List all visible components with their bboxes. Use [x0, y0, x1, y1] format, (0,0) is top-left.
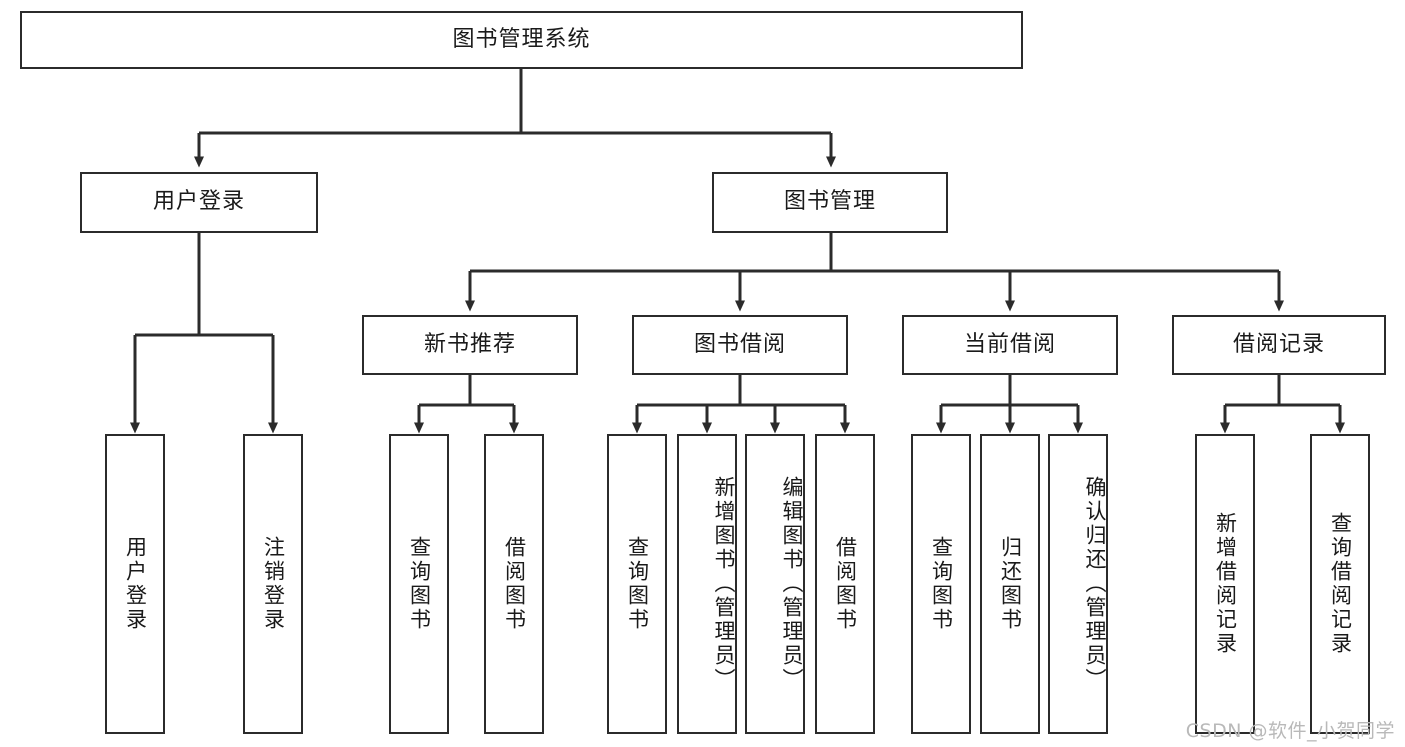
node-label: 新书推荐: [423, 331, 516, 357]
node-label: 查询图书: [625, 536, 650, 632]
node-label: 借阅图书: [833, 536, 858, 632]
leaf-query-book-2[interactable]: 查询图书: [607, 434, 667, 734]
leaf-add-book[interactable]: 新增图书（管理员）: [677, 434, 737, 734]
node-book-borrow[interactable]: 图书借阅: [632, 315, 848, 375]
node-label: 注销登录: [261, 536, 286, 632]
node-label: 用户登录: [123, 536, 148, 632]
node-label: 归还图书: [998, 536, 1023, 632]
node-user-login[interactable]: 用户登录: [80, 172, 318, 233]
leaf-confirm-return[interactable]: 确认归还（管理员）: [1048, 434, 1108, 734]
node-current-borrow[interactable]: 当前借阅: [902, 315, 1118, 375]
leaf-edit-book[interactable]: 编辑图书（管理员）: [745, 434, 805, 734]
node-label: 借阅图书: [502, 536, 527, 632]
leaf-borrow-book-1[interactable]: 借阅图书: [484, 434, 544, 734]
node-label: 图书管理: [783, 189, 876, 215]
node-label: 图书管理系统: [452, 26, 591, 52]
node-borrow-record[interactable]: 借阅记录: [1172, 315, 1386, 375]
node-label: 当前借阅: [963, 331, 1056, 357]
leaf-query-book-3[interactable]: 查询图书: [911, 434, 971, 734]
node-system-title[interactable]: 图书管理系统: [20, 11, 1023, 69]
node-new-book-recommend[interactable]: 新书推荐: [362, 315, 578, 375]
node-label: 确认归还（管理员）: [1083, 476, 1107, 692]
node-label: 查询图书: [407, 536, 432, 632]
leaf-query-borrow-record[interactable]: 查询借阅记录: [1310, 434, 1370, 734]
csdn-watermark: CSDN @软件_小贺同学: [1185, 720, 1395, 742]
leaf-logout-login[interactable]: 注销登录: [243, 434, 303, 734]
node-label: 查询图书: [929, 536, 954, 632]
node-label: 借阅记录: [1232, 331, 1325, 357]
leaf-add-borrow-record[interactable]: 新增借阅记录: [1195, 434, 1255, 734]
node-label: 查询借阅记录: [1328, 512, 1353, 656]
node-label: 新增图书（管理员）: [712, 476, 736, 692]
leaf-return-book[interactable]: 归还图书: [980, 434, 1040, 734]
node-label: 编辑图书（管理员）: [780, 476, 804, 692]
node-label: 图书借阅: [693, 331, 786, 357]
node-label: 用户登录: [152, 189, 245, 215]
leaf-borrow-book-2[interactable]: 借阅图书: [815, 434, 875, 734]
node-book-management[interactable]: 图书管理: [712, 172, 948, 233]
leaf-user-login[interactable]: 用户登录: [105, 434, 165, 734]
node-label: 新增借阅记录: [1213, 512, 1238, 656]
leaf-query-book-1[interactable]: 查询图书: [389, 434, 449, 734]
